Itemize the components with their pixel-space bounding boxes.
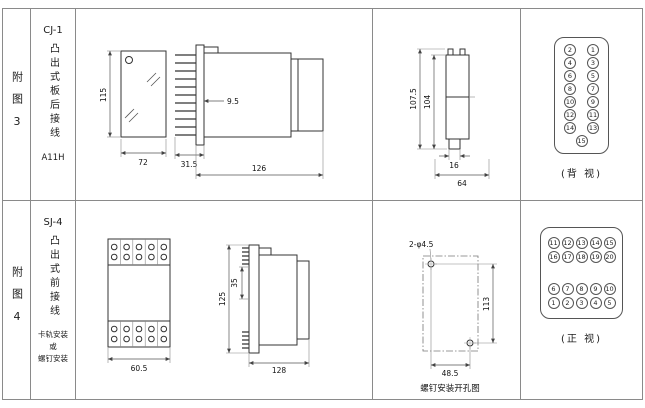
terminal-circle: 15 xyxy=(603,237,616,249)
figure-3-desc-cell: CJ-1 凸出式板后接线 A11H xyxy=(31,9,76,200)
figure-4-desc-cell: SJ-4 凸出式前接线 卡轨安装 或 螺钉安装 xyxy=(31,201,76,399)
terminal-circle: 14 xyxy=(564,122,576,134)
terminal-circle: 7 xyxy=(587,83,599,95)
back-view-terminal-layout: 2 1 4 3 6 5 8 7 10 9 12 11 14 xyxy=(554,9,609,180)
terminal-circle: 6 xyxy=(564,70,576,82)
figure-3-main-drawings-cell: 115 72 9.5 xyxy=(76,9,373,200)
cj1-front-view: 115 72 xyxy=(99,50,167,167)
terminal-grid-back: 2 1 4 3 6 5 8 7 10 9 12 11 14 xyxy=(563,44,600,134)
dim-label-9-5: 9.5 xyxy=(227,97,239,106)
front-view-terminal-layout: 11 12 13 14 15 16 17 18 19 20 6 xyxy=(540,201,623,345)
terminal-circle: 13 xyxy=(587,122,599,134)
dim-label-107-5: 107.5 xyxy=(409,88,418,110)
figure-4-terminal-cell: 11 12 13 14 15 16 17 18 19 20 6 xyxy=(521,201,642,399)
terminal-circle: 20 xyxy=(603,251,616,263)
terminal-circle: 2 xyxy=(564,44,576,56)
terminal-circle: 10 xyxy=(564,96,576,108)
sj4-side-view: 125 35 128 xyxy=(218,244,310,375)
terminal-circle: 4 xyxy=(589,297,602,309)
sj4-front-and-side-view-drawing: 60.5 125 xyxy=(107,238,310,375)
dim-label-115: 115 xyxy=(99,88,108,103)
terminal-circle: 14 xyxy=(589,237,602,249)
terminal-circle: 11 xyxy=(587,109,599,121)
wiring-type-label-cj1: 凸出式板后接线 xyxy=(47,43,59,141)
figure-3-label-cell: 附图3 xyxy=(3,9,31,200)
figure-4-main-drawings-cell: 60.5 125 xyxy=(76,201,373,399)
figure-3-terminal-cell: 2 1 4 3 6 5 8 7 10 9 12 11 14 xyxy=(521,9,642,200)
terminal-circle: 11 xyxy=(547,237,560,249)
dim-label-72: 72 xyxy=(138,158,148,167)
dim-label-31-5: 31.5 xyxy=(181,160,198,169)
hole-spec-label: 2-φ4.5 xyxy=(409,240,434,249)
cj1-front-and-side-view-drawing: 115 72 9.5 xyxy=(99,44,324,179)
terminal-circle: 1 xyxy=(547,297,560,309)
dim-label-113: 113 xyxy=(482,297,491,312)
mounting-note-line: 或 xyxy=(49,342,57,351)
dim-label-125: 125 xyxy=(218,292,227,307)
dim-label-126: 126 xyxy=(252,164,267,173)
terminal-circle: 8 xyxy=(575,283,588,295)
drill-pattern-view: 2-φ4.5 113 48.5 螺钉安装开孔图 xyxy=(409,240,497,394)
mounting-note: 卡轨安装 或 螺钉安装 xyxy=(38,329,68,365)
mounting-note-line: 卡轨安装 xyxy=(38,330,68,339)
terminal-circle: 5 xyxy=(587,70,599,82)
dim-label-64: 64 xyxy=(457,179,467,188)
dim-label-16: 16 xyxy=(449,161,459,170)
figure-4-label: 附图4 xyxy=(10,266,24,334)
dim-label-35: 35 xyxy=(230,278,239,288)
terminal-circle: 9 xyxy=(589,283,602,295)
model-label-sj4: SJ-4 xyxy=(43,217,63,228)
terminal-circle: 18 xyxy=(575,251,588,263)
terminal-circle: 5 xyxy=(603,297,616,309)
terminal-circle: 2 xyxy=(561,297,574,309)
figure-3-label: 附图3 xyxy=(10,70,24,139)
cj1-side-view: 9.5 31.5 126 xyxy=(174,44,324,179)
dim-label-128: 128 xyxy=(272,366,287,375)
terminal-circle: 3 xyxy=(575,297,588,309)
terminal-circle: 17 xyxy=(561,251,574,263)
back-view-caption: (背 视) xyxy=(561,169,602,180)
terminal-circle: 4 xyxy=(564,57,576,69)
terminal-grid-top: 11 12 13 14 15 16 17 18 19 20 xyxy=(547,237,616,263)
terminal-circle: 16 xyxy=(547,251,560,263)
terminal-circle: 9 xyxy=(587,96,599,108)
terminal-circle: 6 xyxy=(547,283,560,295)
cj1-section-view: 107.5 104 16 64 xyxy=(409,48,490,188)
figure-3-row: 附图3 CJ-1 凸出式板后接线 A11H xyxy=(3,9,642,201)
terminal-grid-bottom: 6 7 8 9 10 1 2 3 4 5 xyxy=(547,283,616,309)
diagram-table: 附图3 CJ-1 凸出式板后接线 A11H xyxy=(2,8,643,400)
terminal-circle: 15 xyxy=(575,135,588,147)
terminal-circle: 10 xyxy=(603,283,616,295)
figure-4-label-cell: 附图4 xyxy=(3,201,31,399)
cj1-section-view-drawing: 107.5 104 16 64 xyxy=(409,48,490,188)
figure-4-row: 附图4 SJ-4 凸出式前接线 卡轨安装 或 螺钉安装 xyxy=(3,201,642,399)
drill-pattern-caption: 螺钉安装开孔图 xyxy=(420,383,480,394)
terminal-socket-front-view: 11 12 13 14 15 16 17 18 19 20 6 xyxy=(540,227,623,319)
code-label-a11h: A11H xyxy=(41,153,65,163)
figure-4-drill-cell: 2-φ4.5 113 48.5 螺钉安装开孔图 xyxy=(373,201,521,399)
front-view-caption: (正 视) xyxy=(561,334,602,345)
model-label-cj1: CJ-1 xyxy=(43,25,63,36)
dim-label-48-5: 48.5 xyxy=(442,369,459,378)
terminal-circle: 12 xyxy=(561,237,574,249)
screw-mount-drill-pattern-drawing: 2-φ4.5 113 48.5 螺钉安装开孔图 xyxy=(409,240,497,394)
dim-label-104: 104 xyxy=(423,95,432,110)
terminal-circle: 8 xyxy=(564,83,576,95)
terminal-circle: 19 xyxy=(589,251,602,263)
terminal-circle: 12 xyxy=(564,109,576,121)
figure-3-section-cell: 107.5 104 16 64 xyxy=(373,9,521,200)
wiring-type-label-sj4: 凸出式前接线 xyxy=(47,235,59,319)
sj4-front-view: 60.5 xyxy=(107,238,171,373)
terminal-socket-back-view: 2 1 4 3 6 5 8 7 10 9 12 11 14 xyxy=(554,37,609,154)
dim-label-60-5: 60.5 xyxy=(131,364,148,373)
mounting-note-line: 螺钉安装 xyxy=(38,354,68,363)
terminal-circle: 1 xyxy=(587,44,599,56)
terminal-circle: 3 xyxy=(587,57,599,69)
terminal-circle: 13 xyxy=(575,237,588,249)
terminal-circle: 7 xyxy=(561,283,574,295)
